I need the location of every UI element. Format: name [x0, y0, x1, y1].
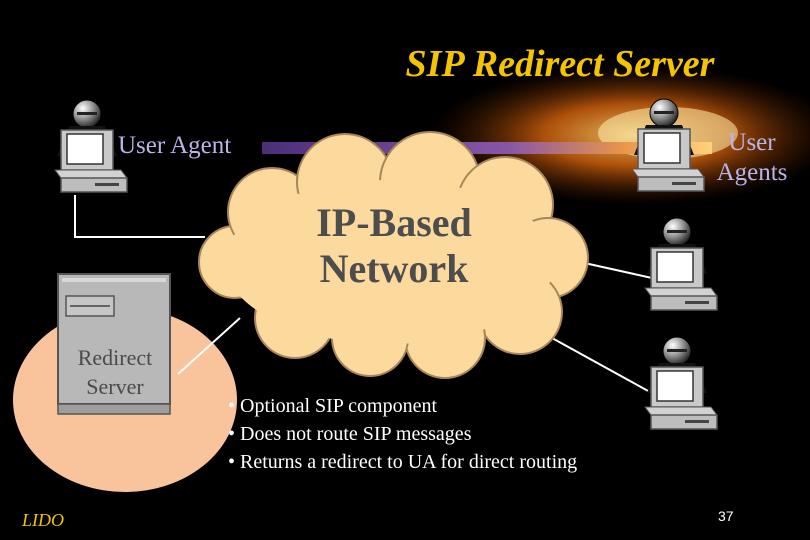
page-number: 37 [718, 508, 734, 524]
bullet-item: Does not route SIP messages [228, 420, 577, 448]
computer-icon-user-agent [54, 99, 128, 193]
footer-logo-text: LIDO [22, 510, 65, 530]
cloud-label: IP-Based Network [316, 200, 472, 291]
bullet-item: Returns a redirect to UA for direct rout… [228, 448, 577, 476]
computer-icon-agent-2 [644, 217, 718, 311]
computer-icon-agent-3 [644, 336, 718, 430]
bullet-list: Optional SIP component Does not route SI… [228, 392, 577, 476]
bullet-item: Optional SIP component [228, 392, 577, 420]
slide-title: SIP Redirect Server [405, 43, 715, 85]
user-agent-label: User Agent [118, 132, 232, 159]
server-icon [57, 273, 171, 415]
connection-lines [74, 195, 653, 393]
redirect-server-label: Redirect Server [77, 345, 153, 399]
user-agents-label: User Agents [716, 129, 788, 186]
